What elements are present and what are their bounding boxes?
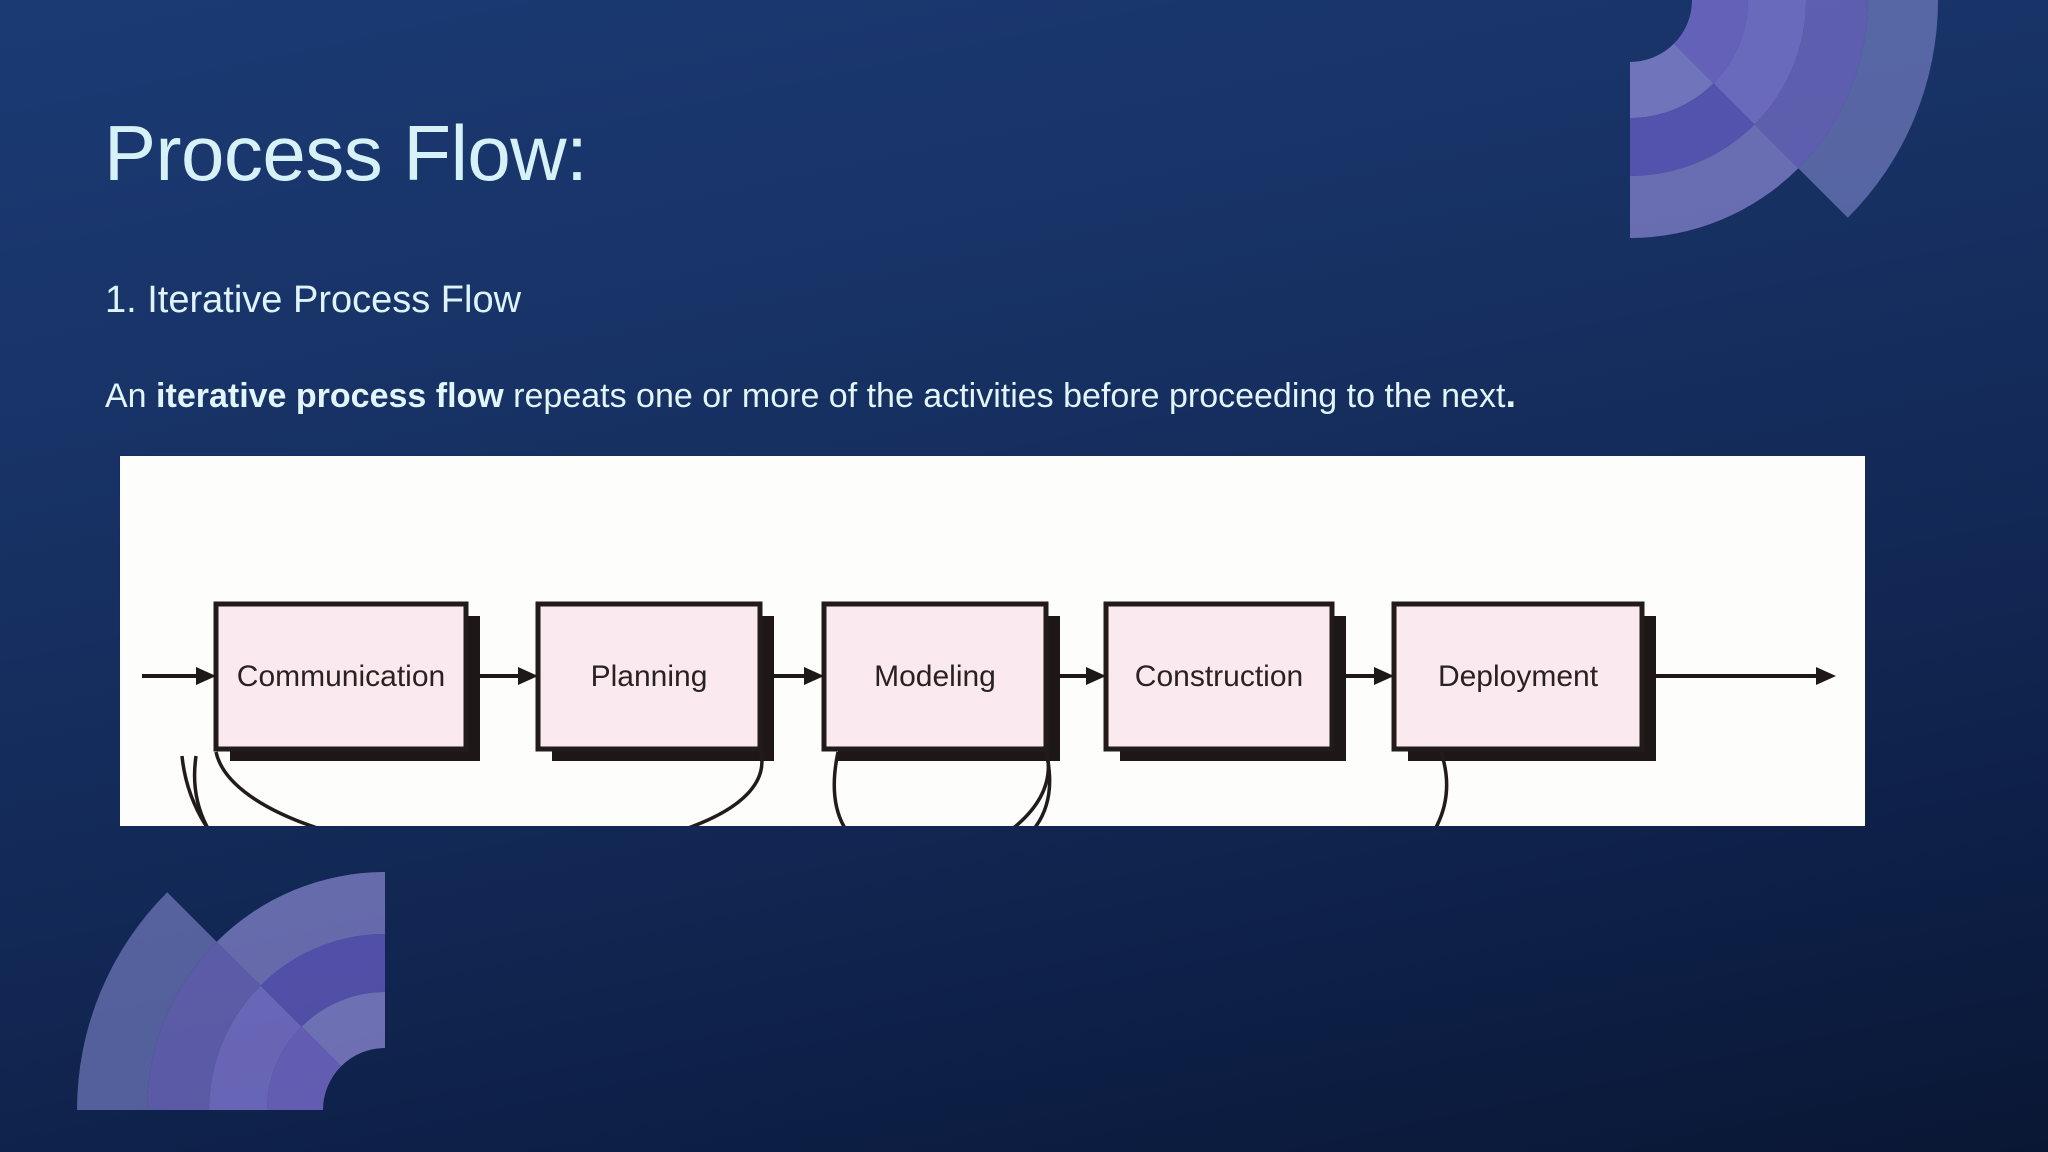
feedback-loop-modeling-self [832,751,1052,826]
decorative-arc-rings-top-right [1480,0,2048,370]
flow-arrow-communication-to-planning [480,667,538,685]
body-tail: repeats one or more of the activities be… [503,377,1506,415]
subtitle-heading: 1. Iterative Process Flow [105,279,522,321]
stage-label-planning: Planning [591,660,708,693]
flow-arrow-construction-to-deployment [1346,667,1394,685]
stage-label-construction: Construction [1135,660,1303,693]
page-title: Process Flow: [104,109,588,197]
stage-box-modeling[interactable]: Modeling [821,601,1049,752]
stage-label-deployment: Deployment [1438,660,1599,693]
body-emphasis: iterative process flow [156,377,504,415]
body-paragraph: An iterative process flow repeats one or… [105,374,1516,417]
flow-arrow-exit [1656,667,1836,685]
stage-box-communication[interactable]: Communication [213,601,469,752]
stage-box-planning[interactable]: Planning [535,601,763,752]
stage-box-construction[interactable]: Construction [1103,601,1335,752]
flow-arrow-modeling-to-construction [1060,667,1106,685]
stage-label-communication: Communication [237,660,445,693]
body-endmark: . [1505,374,1517,416]
stage-box-deployment[interactable]: Deployment [1391,601,1645,752]
process-flow-diagram-panel: Communication Planning Modeling Construc… [120,456,1865,826]
flow-arrow-entry [142,667,216,685]
stage-label-modeling: Modeling [874,660,996,693]
feedback-loop-planning-to-communication [214,748,764,826]
body-lead: An [105,377,157,415]
flow-arrow-planning-to-modeling [774,667,824,685]
